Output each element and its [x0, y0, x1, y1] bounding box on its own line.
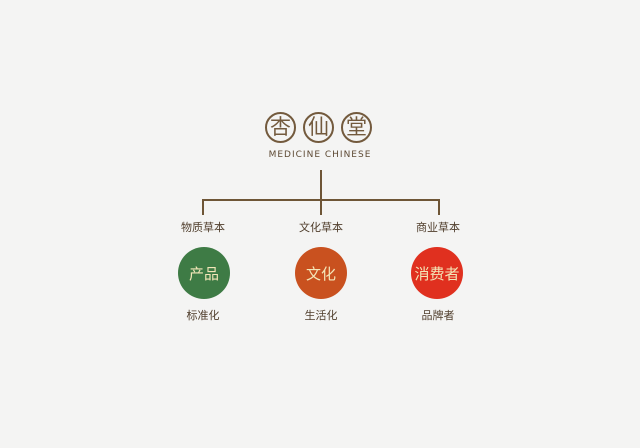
branch-line-right	[438, 199, 440, 215]
logo-char-circle: 杏	[265, 112, 296, 143]
node-label-brand: 品牌者	[421, 309, 455, 322]
node-product: 产品	[178, 247, 230, 299]
node-culture: 文化	[295, 247, 347, 299]
logo-char-circle: 仙	[303, 112, 334, 143]
node-consumer: 消费者	[411, 247, 463, 299]
trunk-line	[320, 170, 322, 200]
node-label-lifestyle: 生活化	[304, 309, 338, 322]
logo-char-circle: 堂	[341, 112, 372, 143]
branch-line-center	[320, 199, 322, 215]
branch-label-material: 物质草本	[181, 221, 225, 234]
branch-line-left	[202, 199, 204, 215]
node-label-standardization: 标准化	[186, 309, 220, 322]
logo-subtitle: MEDICINE CHINESE	[268, 150, 372, 160]
branch-label-commerce: 商业草本	[416, 221, 460, 234]
branch-label-culture: 文化草本	[299, 221, 343, 234]
